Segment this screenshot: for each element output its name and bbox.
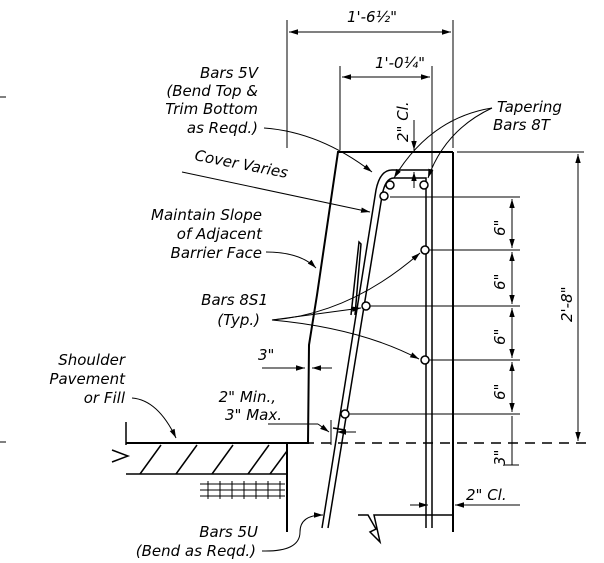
- label-tapering-bars: Tapering Bars 8T: [393, 98, 562, 179]
- tapering-line-1: Tapering: [497, 98, 562, 116]
- dim-inner-width: 1'-0¼": [339, 54, 433, 168]
- bar-5u-leg: [332, 427, 346, 431]
- label-bars-5u: Bars 5U (Bend as Reqd.): [136, 512, 324, 560]
- label-maintain-slope: Maintain Slope of Adjacent Barrier Face: [151, 206, 317, 269]
- dim-top-width-label: 1'-6½": [347, 8, 397, 26]
- soil-hatch: [200, 481, 285, 499]
- cover-varies-text: Cover Varies: [193, 146, 289, 182]
- bar-circles: [340, 180, 430, 419]
- dim-top-clear-label: 2" Cl.: [394, 101, 412, 142]
- dim-inner-width-label: 1'-0¼": [375, 54, 425, 72]
- min-max-line-2: 3" Max.: [225, 406, 282, 424]
- spacing-label-2: 6": [491, 274, 509, 290]
- bar-8s1-2: [361, 301, 371, 311]
- shoulder-line-1: Shoulder: [58, 351, 126, 369]
- bar-5u-lap: [350, 240, 362, 316]
- bars-5v-line-4: as Reqd.): [187, 119, 258, 137]
- bar-8s1-3: [420, 355, 430, 365]
- bars-8s1-line-1: Bars 8S1: [201, 291, 268, 309]
- spacing-label-3: 6": [491, 329, 509, 345]
- label-bars-5v: Bars 5V (Bend Top & Trim Bottom as Reqd.…: [165, 64, 373, 173]
- bar-5v-outer: [321, 169, 433, 529]
- bar-5v-inner: [327, 177, 427, 529]
- bar-8t-1: [385, 180, 395, 190]
- dim-top-width: 1'-6½": [286, 8, 454, 148]
- min-max-line-1: 2" Min.,: [219, 388, 276, 406]
- label-bars-8s1: Bars 8S1 (Typ.): [201, 252, 421, 360]
- bars-5u-line-2: (Bend as Reqd.): [136, 542, 256, 560]
- spacing-label-1: 6": [491, 220, 509, 236]
- spacing-label-5: 3": [491, 450, 509, 466]
- dim-bottom-clear: 2" Cl.: [410, 486, 520, 508]
- dim-top-clear: 2" Cl.: [394, 101, 417, 188]
- dim-three-inch-label: 3": [258, 346, 274, 364]
- bar-8t-2: [379, 191, 389, 201]
- bars-5u-line-1: Bars 5U: [199, 523, 258, 541]
- maintain-line-3: Barrier Face: [171, 244, 262, 262]
- spacing-label-4: 6": [491, 384, 509, 400]
- bars-8s1-line-2: (Typ.): [217, 311, 260, 329]
- dim-min-max: 2" Min., 3" Max.: [219, 388, 356, 445]
- dim-three-inch: 3": [258, 346, 332, 371]
- dim-height-label: 2'-8": [558, 286, 576, 322]
- dim-spacing: 6" 6" 6" 6" 3": [349, 196, 520, 466]
- shoulder-line-3: or Fill: [84, 389, 126, 407]
- bars-5v-line-2: (Bend Top &: [166, 82, 258, 100]
- maintain-line-2: of Adjacent: [177, 225, 263, 243]
- bar-8s1-1: [420, 245, 430, 255]
- bars-5v-line-3: Trim Bottom: [165, 100, 258, 118]
- bars-5v-line-1: Bars 5V: [200, 64, 260, 82]
- tapering-line-2: Bars 8T: [493, 116, 552, 134]
- maintain-line-1: Maintain Slope: [151, 206, 262, 224]
- dim-height: 2'-8": [457, 151, 584, 441]
- break-line: [358, 514, 453, 545]
- label-cover-varies: Cover Varies: [181, 146, 371, 213]
- bar-8t-3: [419, 180, 429, 190]
- bar-8s1-4: [340, 409, 350, 419]
- barrier-outline: [286, 151, 454, 532]
- label-shoulder: Shoulder Pavement or Fill: [49, 351, 177, 439]
- shoulder-line-2: Pavement: [49, 370, 126, 388]
- pavement-slab: [111, 422, 288, 475]
- dim-bottom-clear-label: 2" Cl.: [466, 486, 507, 504]
